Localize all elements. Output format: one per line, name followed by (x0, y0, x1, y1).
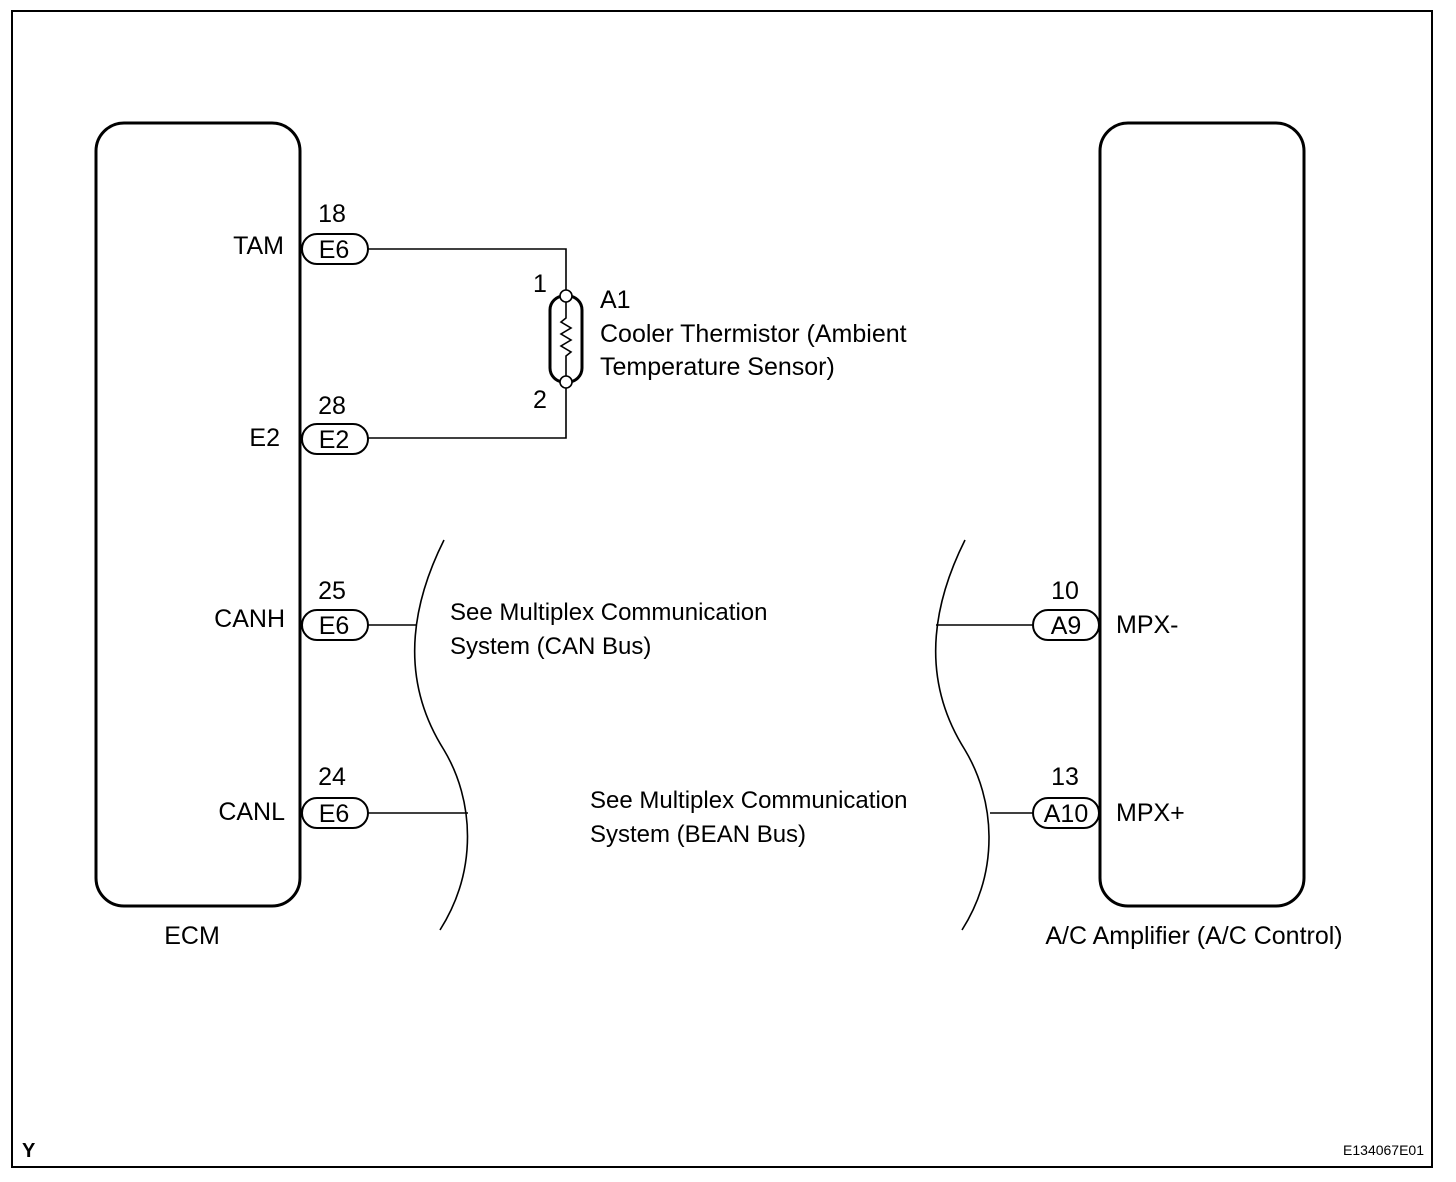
can-bus-note-line-1: See Multiplex Communication (450, 599, 767, 626)
amplifier-label: A/C Amplifier (A/C Control) (1045, 922, 1342, 950)
connector-id: A9 (1051, 612, 1082, 640)
resistor-zigzag (559, 302, 573, 376)
ecm-label: ECM (164, 922, 220, 950)
ecm-pin-number: 18 (318, 200, 346, 228)
corner-mark: Y (22, 1140, 36, 1162)
break-curve-right (934, 539, 990, 931)
diagram-frame (11, 10, 1433, 1168)
ecm-pin-signal: CANH (214, 605, 285, 633)
amplifier-box (1098, 121, 1306, 908)
ecm-pin-tam: TAM 18 E6 (233, 200, 369, 265)
thermistor-pin-2: 2 (533, 386, 547, 414)
amplifier-pin-mpx-minus: 10 A9 MPX- (1032, 577, 1179, 641)
thermistor-terminal-2 (559, 375, 573, 389)
ecm-pin-number: 28 (318, 392, 346, 420)
connector-id: A10 (1044, 800, 1088, 828)
ecm-pin-canh: CANH 25 E6 (214, 577, 369, 641)
break-curve-left (413, 539, 469, 931)
connector-id: E2 (319, 426, 350, 454)
wires (368, 248, 1033, 814)
connector-id: E6 (319, 236, 350, 264)
connector-id: E6 (319, 800, 350, 828)
ecm-pin-signal: TAM (233, 232, 284, 260)
ecm-pin-number: 25 (318, 577, 346, 605)
ecm-pin-canl: CANL 24 E6 (218, 763, 369, 829)
amplifier-pin-signal: MPX+ (1116, 799, 1185, 827)
ecm-pin-signal: CANL (218, 798, 285, 826)
amplifier-pin-signal: MPX- (1116, 611, 1179, 639)
break-marks (413, 539, 990, 931)
amplifier-pin-number: 10 (1051, 577, 1079, 605)
thermistor-pin-1: 1 (533, 270, 547, 298)
ecm-pin-number: 24 (318, 763, 346, 791)
thermistor-symbol: 1 2 A1 Cooler Thermistor (Ambient Temper… (533, 270, 907, 414)
sensor-name-line-2: Temperature Sensor) (600, 353, 835, 381)
bean-bus-note-line-1: See Multiplex Communication (590, 787, 907, 814)
amplifier-pin-number: 13 (1051, 763, 1079, 791)
can-bus-note-line-2: System (CAN Bus) (450, 633, 651, 660)
wire-tam (368, 248, 567, 290)
sensor-name-line-1: Cooler Thermistor (Ambient (600, 320, 907, 348)
ecm-box (94, 121, 302, 908)
wire-e2 (368, 386, 567, 439)
sensor-id: A1 (600, 286, 631, 314)
connector-tag (301, 423, 369, 455)
ecm-pin-signal: E2 (249, 424, 280, 452)
connector-id: E6 (319, 612, 350, 640)
bean-bus-note-line-2: System (BEAN Bus) (590, 821, 806, 848)
ecm-pin-e2: E2 28 E2 (249, 392, 369, 455)
thermistor-terminal-1 (559, 289, 573, 303)
amplifier-pin-mpx-plus: 13 A10 MPX+ (1032, 763, 1185, 829)
figure-code: E134067E01 (1343, 1142, 1424, 1158)
